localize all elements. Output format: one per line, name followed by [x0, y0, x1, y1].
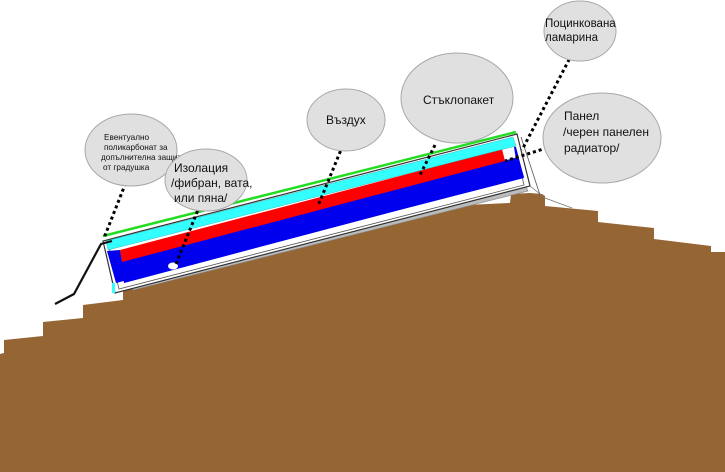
absorber-panel [120, 149, 505, 262]
callout-insulation: Изолация /фибран, вата, или пяна/ [164, 148, 256, 212]
leader-galvanized-sheet [520, 53, 574, 151]
callout-glazing: Стъклопакет [400, 52, 514, 144]
callout-insulation-text: Изолация /фибран, вата, или пяна/ [171, 161, 256, 205]
callout-galvanized-sheet-text: Поцинкована ламарина [545, 18, 619, 44]
roof-steps-left [0, 204, 510, 472]
insulation-bar [120, 157, 524, 283]
callout-galvanized-sheet: Поцинкована ламарина [543, 0, 619, 62]
flashing-left [54, 239, 113, 305]
callout-air-text: Въздух [326, 113, 366, 127]
callout-panel: Панел /черен панелен радиатор/ [542, 92, 662, 184]
callout-glazing-text: Стъклопакет [423, 93, 495, 107]
callout-polycarbonate-text: Евентуално поликарбонат за допълнителна … [101, 133, 188, 172]
callout-polycarbonate: Евентуално поликарбонат за допълнителна … [84, 113, 188, 187]
glazing-pane [105, 136, 517, 251]
flashing-right [529, 185, 573, 209]
callout-air: Въздух [306, 88, 386, 152]
polycarbonate-line [102, 130, 517, 238]
frame-edge [112, 283, 115, 293]
insulation-hole [168, 262, 178, 270]
callout-panel-text: Панел /черен панелен радиатор/ [563, 109, 652, 155]
